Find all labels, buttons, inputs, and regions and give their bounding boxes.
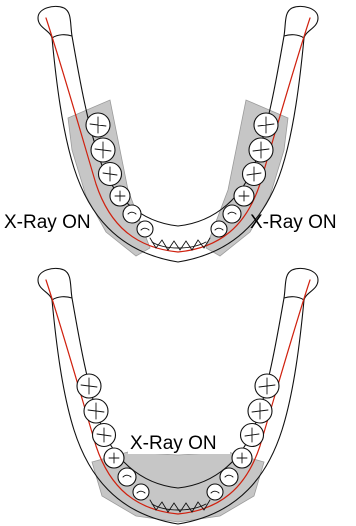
tooth	[133, 484, 149, 500]
top-right-xray-label: X-Ray ON	[250, 212, 337, 233]
tooth	[220, 468, 238, 486]
bottom-center-xray-label: X-Ray ON	[130, 433, 217, 454]
top-left-condyle-line	[52, 35, 72, 38]
tooth	[211, 221, 227, 237]
bottom-right-condyle-line	[284, 297, 304, 300]
tooth	[123, 205, 141, 223]
tooth	[118, 468, 136, 486]
top-right-condyle-line	[284, 35, 304, 38]
bottom-left-condyle-line	[52, 297, 72, 300]
top-left-xray-label: X-Ray ON	[4, 212, 91, 233]
bottom-mandible-diagram: X-Ray ON	[38, 268, 318, 524]
tooth	[137, 221, 153, 237]
tooth	[223, 205, 241, 223]
top-mandible-diagram: X-Ray ON X-Ray ON	[4, 6, 337, 262]
tooth	[207, 484, 223, 500]
